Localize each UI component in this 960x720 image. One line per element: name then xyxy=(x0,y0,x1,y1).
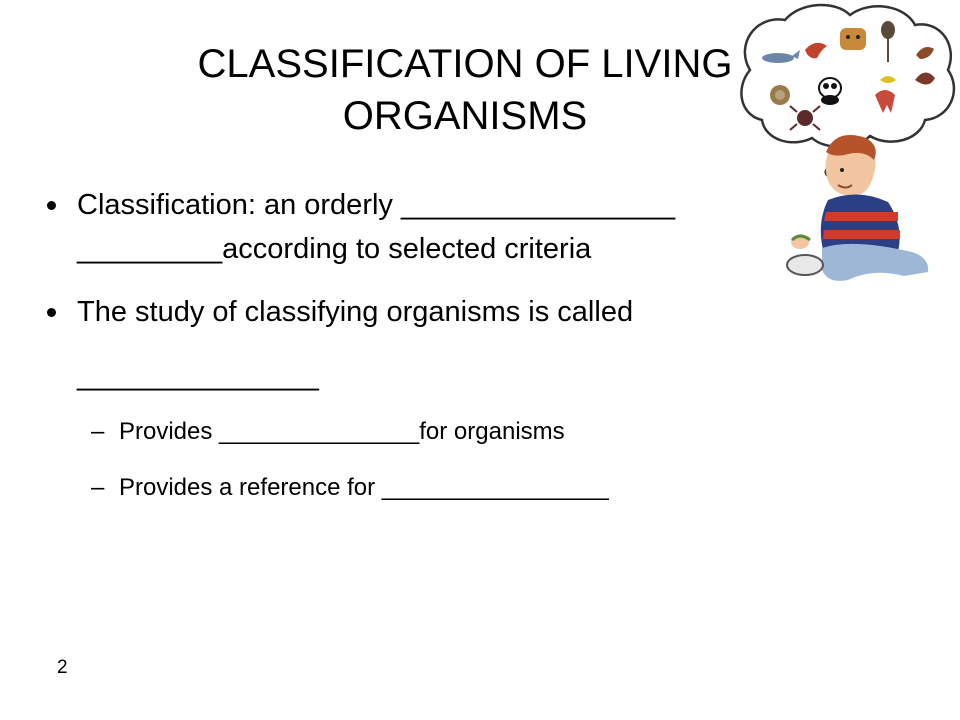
boy-thinking-illustration xyxy=(740,3,956,281)
animals-icon xyxy=(762,21,935,131)
bullet-text: _________according to selected criteria xyxy=(77,233,592,265)
bullet-item-study-continued: _______________ xyxy=(77,354,319,398)
bullet-text: The study of classifying organisms is ca… xyxy=(77,296,634,328)
page-number: 2 xyxy=(57,657,68,678)
slide-title: CLASSIFICATION OF LIVING ORGANISMS xyxy=(150,38,780,142)
bullet-item-study: The study of classifying organisms is ca… xyxy=(47,290,634,334)
sub-bullet-provides: – Provides _______________for organisms xyxy=(91,414,565,450)
sub-bullet-text: Provides _______________for organisms xyxy=(119,418,565,445)
title-line-2: ORGANISMS xyxy=(342,94,588,138)
dash-icon: – xyxy=(91,418,105,445)
bullet-item-classification: Classification: an orderly _____________… xyxy=(47,183,676,227)
sub-bullet-text: Provides a reference for _______________… xyxy=(119,474,609,501)
dash-icon: – xyxy=(91,474,105,501)
title-line-1: CLASSIFICATION OF LIVING xyxy=(197,42,733,86)
bullet-item-classification-continued: _________according to selected criteria xyxy=(77,227,591,271)
boy-icon xyxy=(786,135,929,281)
bullet-dot-icon xyxy=(47,308,56,317)
bullet-text: Classification: an orderly _____________… xyxy=(77,189,676,221)
bullet-dot-icon xyxy=(47,201,56,210)
bullet-text: _______________ xyxy=(77,360,319,392)
sub-bullet-reference: – Provides a reference for _____________… xyxy=(91,470,609,506)
